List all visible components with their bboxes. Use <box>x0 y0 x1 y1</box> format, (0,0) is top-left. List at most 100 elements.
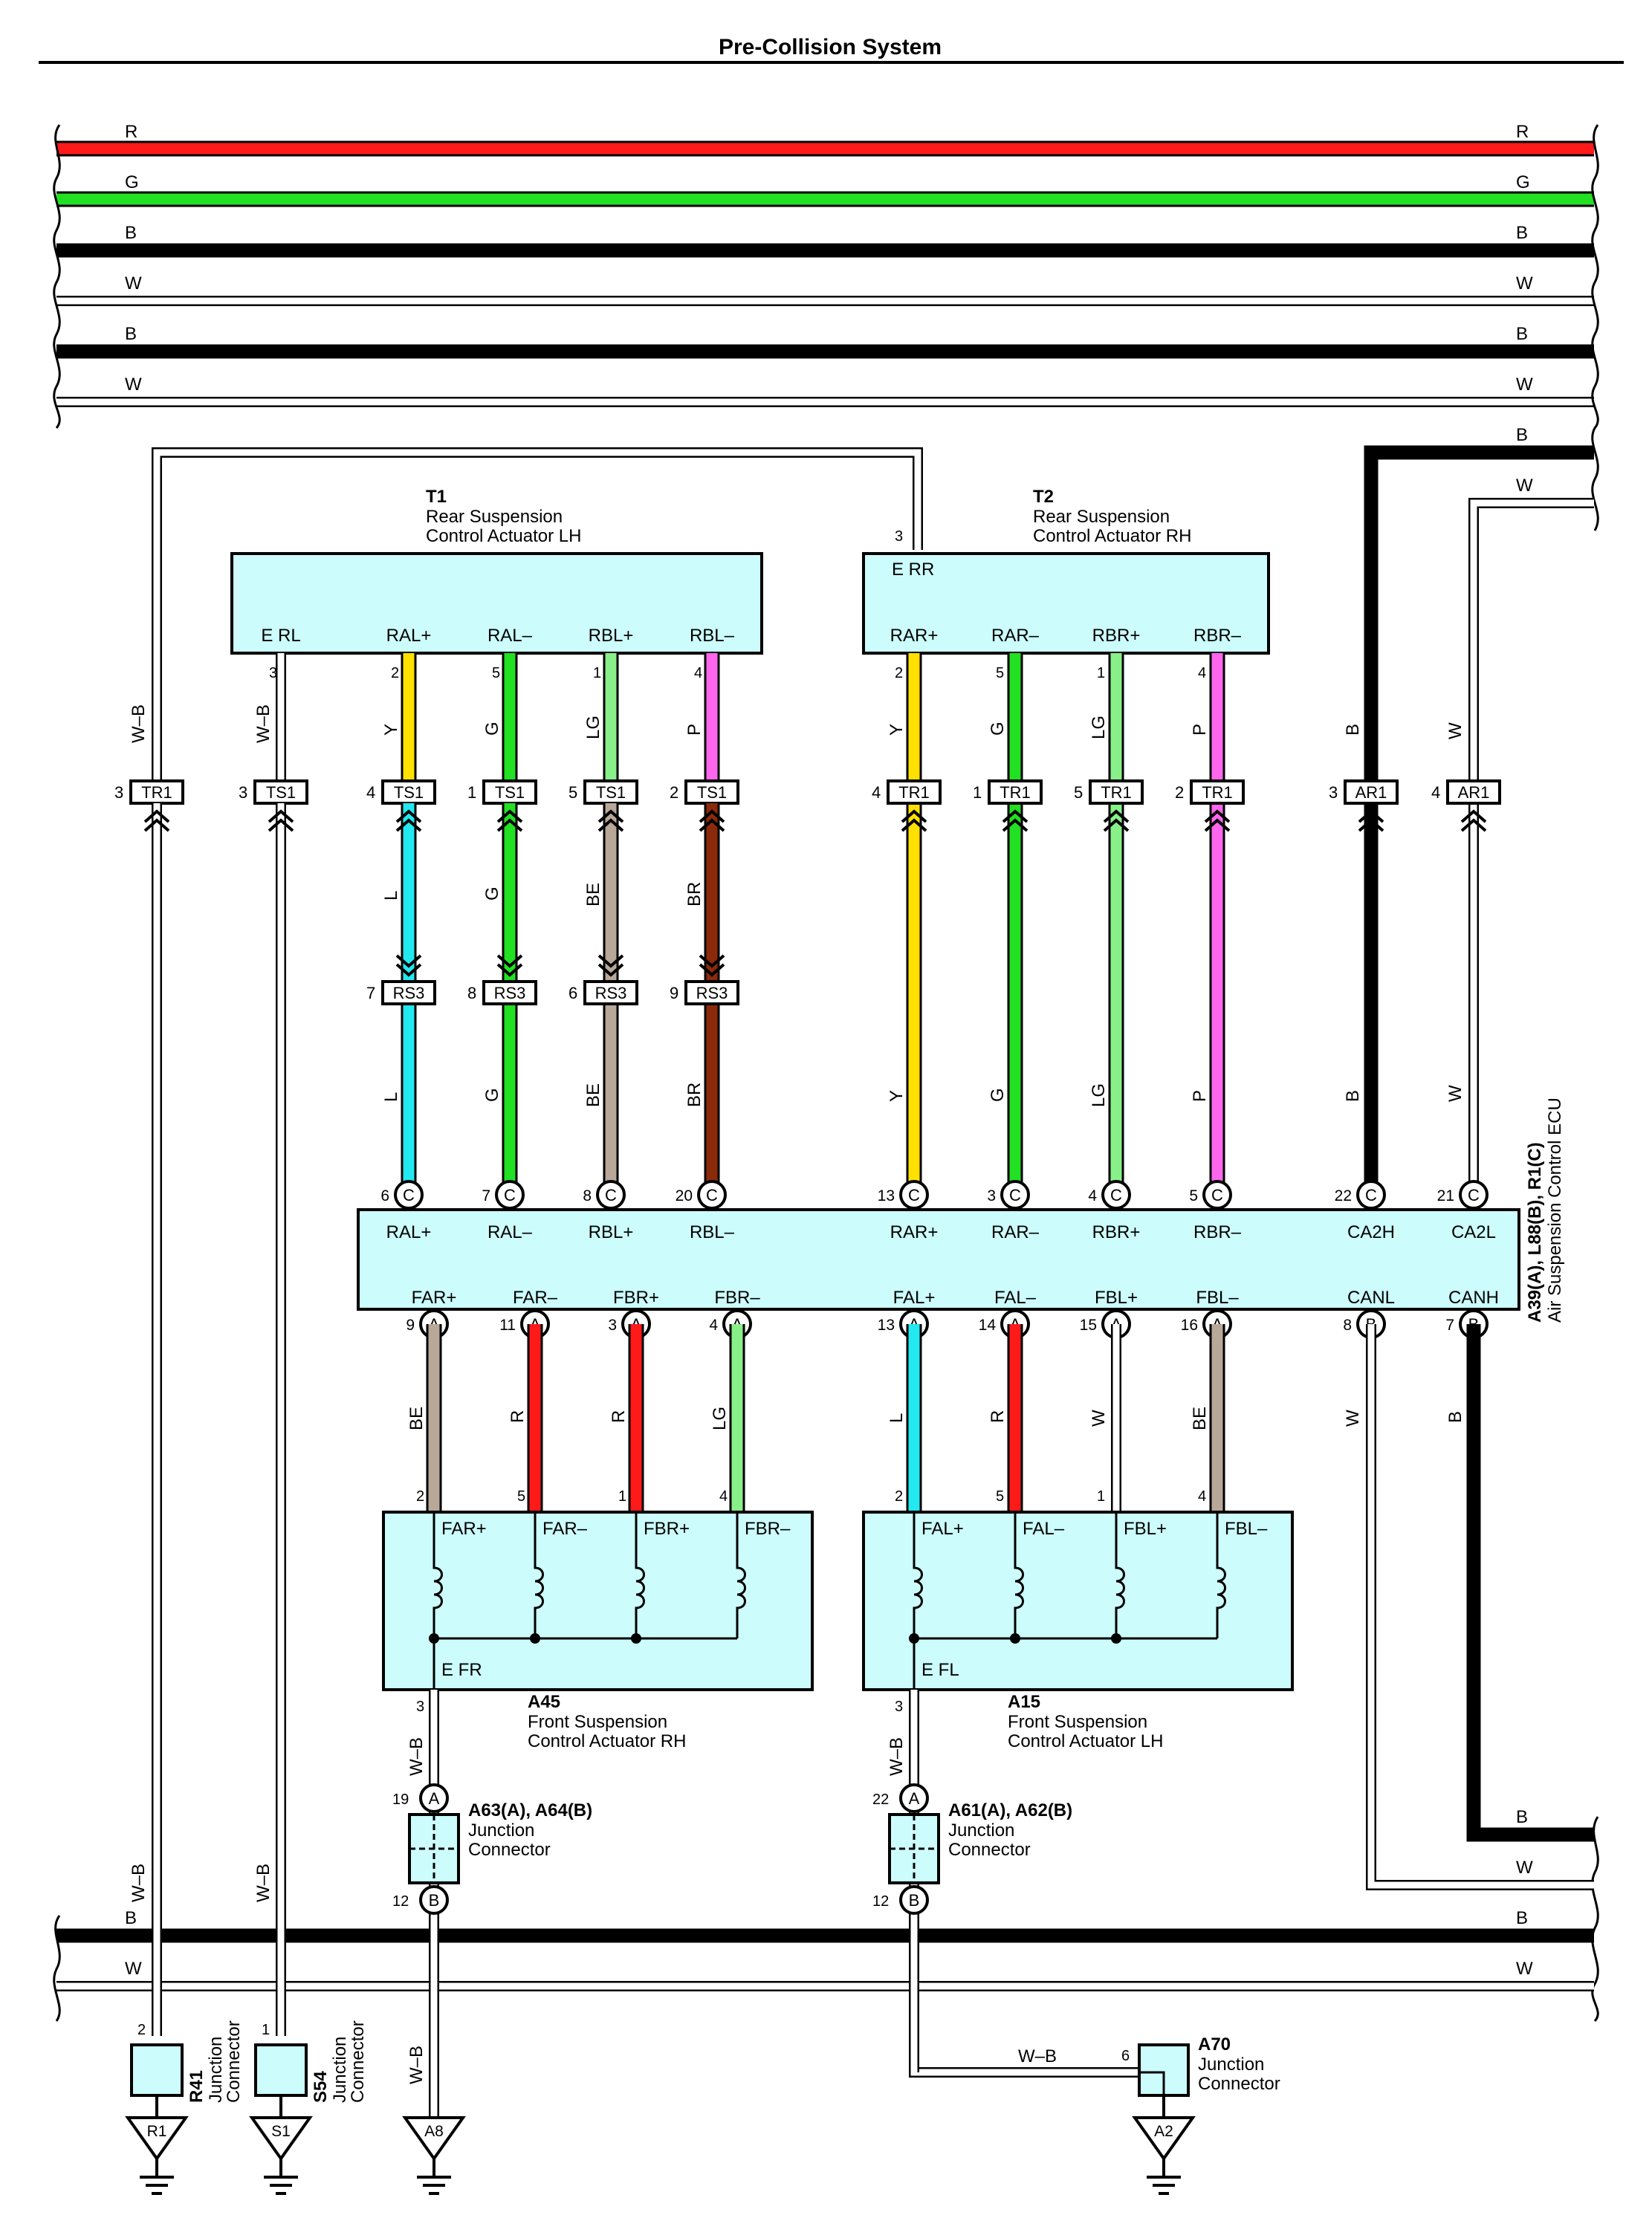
svg-text:FAR+: FAR+ <box>441 1519 487 1539</box>
wire-label-b-2: B <box>1343 1090 1363 1102</box>
bus-label-b2-right: B <box>1516 324 1528 344</box>
a45-actuator: 2 5 1 4 FAR+ FAR– FBR+ FBR– E FR 3 A45 F… <box>382 1488 814 1751</box>
wire-label-br-1: BR <box>684 882 704 907</box>
wire-label-l-1: L <box>381 891 401 901</box>
svg-text:RS3: RS3 <box>696 984 728 1002</box>
svg-text:Junction: Junction <box>948 1820 1014 1841</box>
a45-junction-dots <box>429 1633 641 1644</box>
svg-text:4: 4 <box>719 1488 728 1505</box>
ground-s1: S1 <box>249 2095 313 2195</box>
svg-text:A8: A8 <box>424 2123 444 2140</box>
svg-text:RS3: RS3 <box>595 984 627 1002</box>
ecu-top-conn-letter: C <box>1365 1186 1377 1204</box>
wire-label-w-4: W <box>1343 1410 1363 1427</box>
bus-label-w-right: W <box>1516 273 1533 294</box>
ecu-top-conn-letter: C <box>504 1186 516 1204</box>
wire-label-r-3: R <box>988 1410 1008 1423</box>
svg-text:TR1: TR1 <box>898 783 930 802</box>
svg-text:2: 2 <box>670 783 678 802</box>
svg-text:W–B: W–B <box>406 1737 427 1776</box>
svg-text:1: 1 <box>467 783 476 802</box>
t1-pin-1: 1 <box>593 665 601 681</box>
wire-label-g-3: G <box>482 886 502 901</box>
t2-name-1: Rear Suspension <box>1033 507 1170 527</box>
svg-text:A61(A), A62(B): A61(A), A62(B) <box>948 1800 1072 1820</box>
ecu-top-conn-letter: C <box>605 1186 617 1204</box>
svg-text:A2: A2 <box>1154 2123 1173 2140</box>
t1-term-rbl-minus: RBL– <box>690 626 735 646</box>
ecu-bot-terminal-name: CANL <box>1347 1288 1395 1308</box>
front-wires <box>426 1324 1594 1890</box>
wire-label-r-1: R <box>508 1410 528 1423</box>
connector-ts1-2: TS1 2 <box>670 779 739 805</box>
ecu-top-terminal-name: CA2L <box>1451 1222 1496 1242</box>
ecu-bot-pin-number: 7 <box>1445 1317 1454 1334</box>
svg-text:4: 4 <box>872 783 881 802</box>
ecu-top-pin-number: 21 <box>1437 1187 1454 1204</box>
t1-name-2: Control Actuator LH <box>426 526 581 546</box>
t2-term-rar-minus: RAR– <box>991 626 1040 646</box>
svg-text:A: A <box>909 1789 920 1808</box>
t2-term-err: E RR <box>892 560 934 580</box>
svg-text:4: 4 <box>366 783 375 802</box>
svg-text:TR1: TR1 <box>141 783 172 802</box>
ecu-top-conn-letter: C <box>1211 1186 1223 1204</box>
t2-name-2: Control Actuator RH <box>1033 526 1191 546</box>
junction-a63: A 19 B 12 A63(A), A64(B) Junction Connec… <box>392 1783 592 1915</box>
wire-label-p-1: P <box>684 724 704 736</box>
t1-pin-5: 5 <box>492 665 500 681</box>
svg-text:Junction: Junction <box>468 1820 534 1841</box>
svg-text:TS1: TS1 <box>394 783 424 802</box>
t1-term-rbl-plus: RBL+ <box>589 626 634 646</box>
bus-label-w: W <box>125 273 142 294</box>
svg-text:1: 1 <box>1097 1488 1105 1505</box>
wire-label-w-3: W <box>1089 1410 1109 1427</box>
ecu-top-terminal-name: RBL– <box>690 1222 735 1242</box>
svg-text:1: 1 <box>973 783 982 802</box>
svg-text:A63(A), A64(B): A63(A), A64(B) <box>468 1800 592 1820</box>
ecu-top-pin-number: 13 <box>878 1187 895 1204</box>
rs3-connector-row: RS3 7 RS3 8 RS3 6 RS3 9 <box>366 980 739 1005</box>
ecu-bot-terminal-name: FAL+ <box>893 1288 936 1308</box>
svg-text:FBL+: FBL+ <box>1124 1519 1167 1539</box>
svg-text:RS3: RS3 <box>393 984 425 1002</box>
svg-text:Control Actuator RH: Control Actuator RH <box>528 1731 686 1751</box>
svg-text:12: 12 <box>872 1893 889 1910</box>
wire-label-g-1: G <box>482 722 502 736</box>
ecu-top-pin-number: 8 <box>583 1187 592 1204</box>
ecu-top-conn-letter: C <box>1468 1186 1480 1204</box>
bus-label-r: R <box>125 122 137 142</box>
right-label-b: B <box>1516 425 1528 445</box>
svg-text:5: 5 <box>569 783 577 802</box>
wire-w-b-err <box>152 447 923 783</box>
t2-id: T2 <box>1033 487 1054 507</box>
crossing-wires <box>152 1924 919 2118</box>
svg-text:1: 1 <box>262 2022 270 2038</box>
wire-label-r-2: R <box>609 1410 629 1423</box>
svg-text:W–B: W–B <box>129 1864 149 1902</box>
svg-text:2: 2 <box>895 1488 903 1505</box>
ecu-id: A39(A), L88(B), R1(C) <box>1525 1142 1545 1323</box>
connector-rs3-6: RS3 6 <box>569 980 638 1005</box>
svg-text:A: A <box>429 1789 440 1808</box>
svg-text:FBL–: FBL– <box>1225 1519 1268 1539</box>
connector-tr1-5: TR1 5 <box>1074 779 1144 805</box>
ground-r1: R1 <box>125 2095 189 2195</box>
ecu-top-conn-letter: C <box>403 1186 415 1204</box>
bottom-bus-label-b-right: B <box>1516 1908 1528 1928</box>
svg-text:1: 1 <box>618 1488 626 1505</box>
wire-label-be-4: BE <box>1190 1407 1210 1430</box>
connector-ar1-3: AR1 3 <box>1329 779 1399 805</box>
wire-label-w-2: W <box>1445 1085 1465 1102</box>
svg-text:W–B: W–B <box>253 1864 273 1902</box>
bus-label-w2-right: W <box>1516 374 1533 395</box>
ecu-top-pin-number: 7 <box>482 1187 490 1204</box>
svg-text:5: 5 <box>1074 783 1083 802</box>
svg-text:Connector: Connector <box>348 2020 368 2103</box>
bus-label-b2: B <box>125 324 137 344</box>
svg-text:S1: S1 <box>271 2123 291 2140</box>
ecu-top-pin-number: 20 <box>676 1187 693 1204</box>
bus-label-b: B <box>125 223 137 243</box>
t1-pin-2: 2 <box>391 665 399 681</box>
